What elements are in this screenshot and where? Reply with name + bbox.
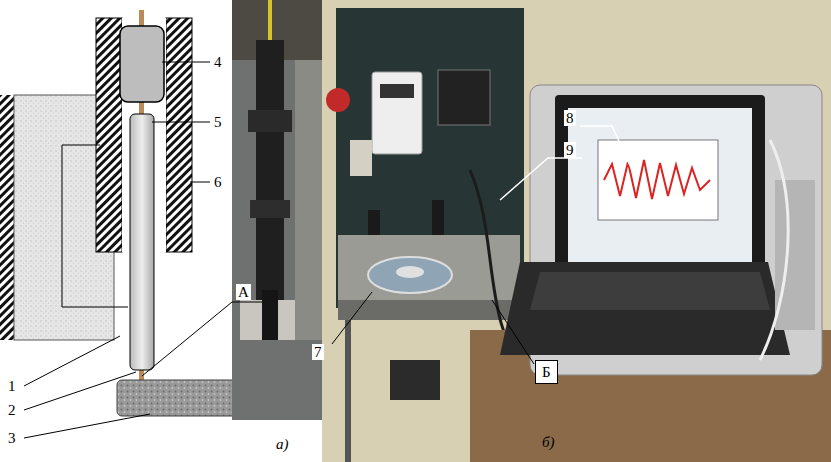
subfigure-label: б) (540, 434, 557, 450)
callout-number: 9 (564, 142, 576, 158)
callout-number: 7 (312, 344, 324, 360)
callout-number: 4 (212, 54, 224, 70)
callout-number: 2 (6, 402, 18, 418)
callout-number: 8 (564, 110, 576, 126)
point-letter: А (236, 284, 251, 300)
area-letter: Б (535, 360, 558, 384)
subfigure-label: а) (274, 436, 291, 452)
callout-number: 6 (212, 174, 224, 190)
callout-number: 5 (212, 114, 224, 130)
callout-number: 3 (6, 430, 18, 446)
callout-number: 1 (6, 378, 18, 394)
